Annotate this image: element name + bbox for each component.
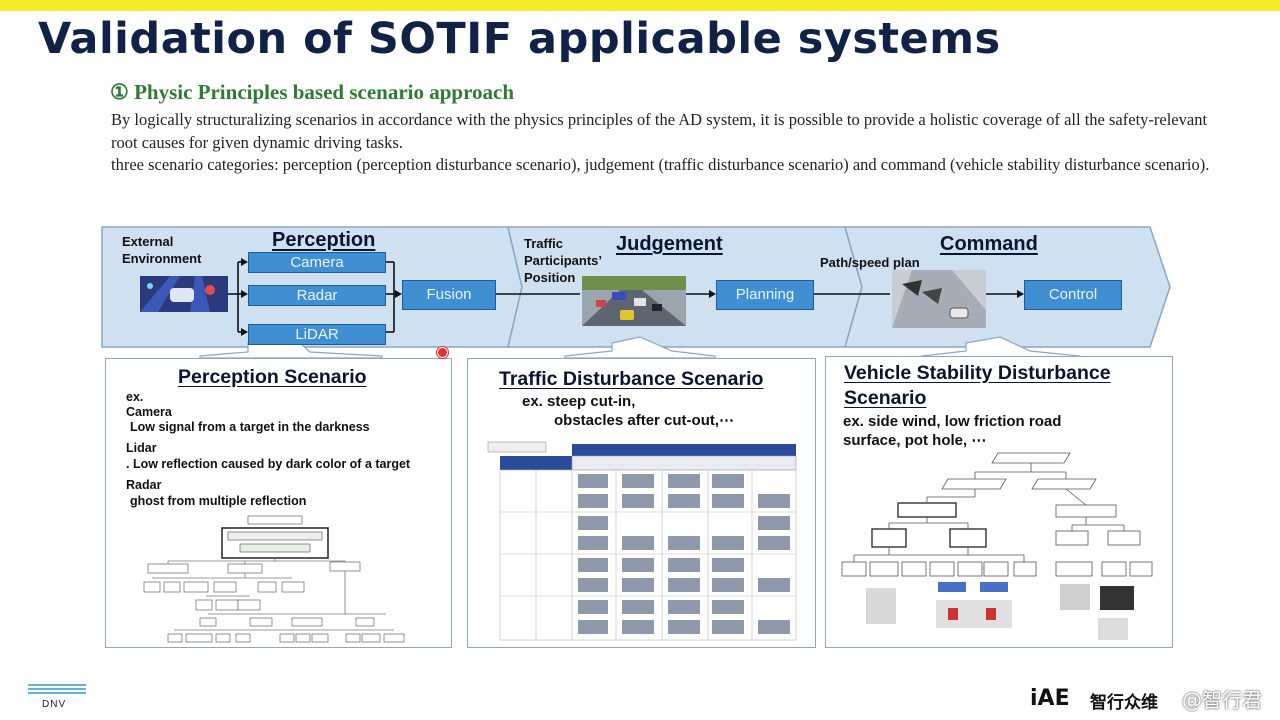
vehicle-path-image (892, 270, 986, 328)
laser-pointer-dot (437, 347, 448, 358)
radar-description: ghost from multiple reflection (130, 494, 307, 508)
vehicle-example-line2: surface, pot hole, ⋯ (843, 432, 987, 449)
command-stage-title: Command (940, 233, 1038, 255)
dnv-logo-text: DNV (42, 699, 67, 710)
traffic-disturbance-title: Traffic Disturbance Scenario (499, 368, 764, 390)
path-speed-plan-label: Path/speed plan (820, 255, 920, 270)
brand-name: 智行众维 (1090, 693, 1158, 713)
judgement-stage-title: Judgement (616, 233, 723, 255)
perception-ex-label: ex. (126, 390, 144, 404)
vehicle-example-line1: ex. side wind, low friction road (843, 413, 1062, 430)
perception-scenario-panel (105, 358, 452, 648)
external-environment-image (140, 276, 228, 312)
camera-heading: Camera (126, 405, 172, 419)
traffic-example-line2: obstacles after cut-out,⋯ (554, 412, 735, 429)
watermark-text: @智行君 (1182, 688, 1262, 712)
traffic-example-line1: ex. steep cut-in, (522, 393, 636, 410)
iae-logo: iAE (1030, 686, 1070, 711)
lidar-description: . Low reflection caused by dark color of… (126, 457, 411, 471)
dnv-logo-lines (28, 684, 86, 694)
vehicle-stability-title-line1: Vehicle Stability Disturbance (844, 362, 1111, 384)
external-environment-label: External Environment (122, 234, 202, 266)
planning-box: Planning (716, 280, 814, 310)
traffic-participants-label: Traffic Participants’ Position (524, 236, 603, 285)
lidar-box: LiDAR (248, 324, 386, 345)
radar-heading: Radar (126, 478, 162, 492)
lidar-heading: Lidar (126, 441, 157, 455)
perception-disturbance-tree-figure (143, 515, 405, 643)
top-accent-bar (0, 0, 1280, 11)
camera-box: Camera (248, 252, 386, 273)
traffic-scene-image (582, 276, 686, 326)
radar-box: Radar (248, 285, 386, 306)
perception-stage-title: Perception (272, 229, 376, 251)
vehicle-disturbance-tree-figure (841, 452, 1153, 640)
vehicle-stability-title-line2: Scenario (844, 387, 927, 409)
control-box: Control (1024, 280, 1122, 310)
fusion-box: Fusion (402, 280, 496, 310)
perception-scenario-title: Perception Scenario (178, 366, 367, 388)
slide-title: Validation of SOTIF applicable systems (38, 14, 1001, 64)
camera-description: Low signal from a target in the darkness (130, 420, 370, 434)
paragraph-scenario-categories: three scenario categories: perception (p… (111, 155, 1210, 174)
section-subheading: ① Physic Principles based scenario appro… (110, 80, 515, 104)
paragraph-holistic-coverage: By logically structuralizing scenarios i… (111, 110, 1208, 152)
traffic-scenario-matrix-figure (487, 441, 797, 641)
